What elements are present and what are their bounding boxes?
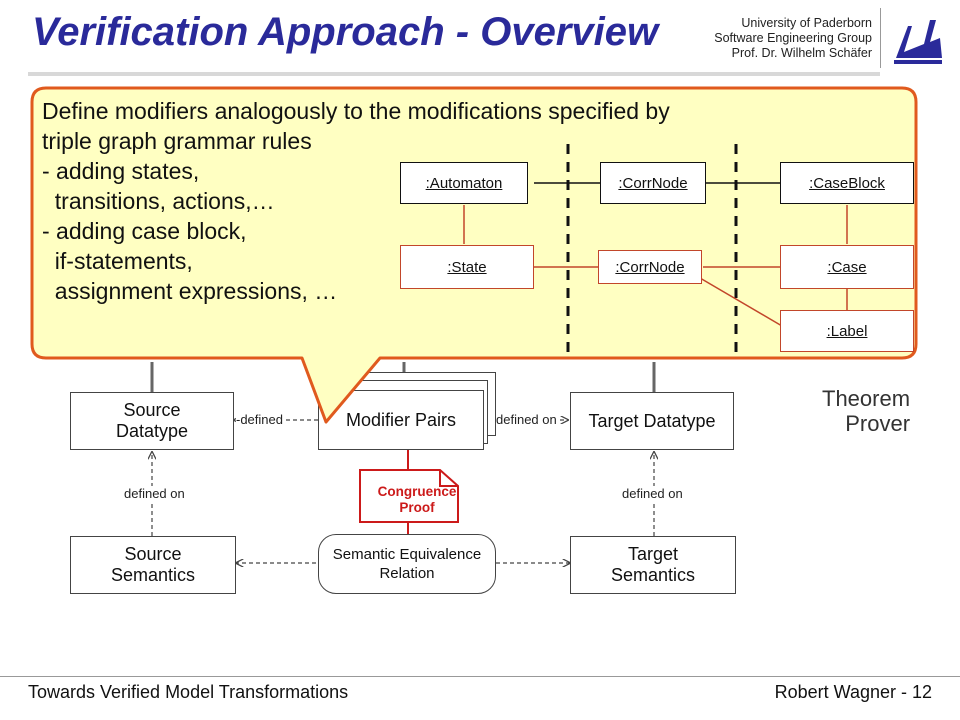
- group-name: Software Engineering Group: [714, 31, 872, 45]
- node-corrnode-mid: :CorrNode: [598, 250, 702, 284]
- professor-name: Prof. Dr. Wilhelm Schäfer: [731, 46, 872, 60]
- slide-title: Verification Approach - Overview: [32, 10, 659, 54]
- target-semantics-label: Target Semantics: [610, 544, 696, 585]
- theorem-prover-label: Theorem Prover: [822, 386, 911, 436]
- source-semantics-label: Source Semantics: [110, 544, 196, 585]
- node-state: :State: [400, 245, 534, 289]
- defined-on-label-partial: -defined: [236, 412, 283, 427]
- header-rule: [28, 72, 880, 76]
- footer-author-page: Robert Wagner - 12: [774, 682, 932, 702]
- source-datatype-box: Source Datatype: [70, 392, 234, 450]
- node-corrnode-top: :CorrNode: [600, 162, 706, 204]
- source-semantics-box: Source Semantics: [70, 536, 236, 594]
- header-divider: [880, 8, 881, 68]
- target-datatype-box: Target Datatype: [570, 392, 734, 450]
- footer-title: Towards Verified Model Transformations: [28, 682, 349, 702]
- defined-on-label-right-vertical: defined on: [622, 486, 683, 501]
- node-caseblock: :CaseBlock: [780, 162, 914, 204]
- target-datatype-label: Target Datatype: [588, 410, 716, 431]
- footer-rule: [0, 676, 960, 677]
- university-paderborn-logo-icon: [894, 20, 942, 64]
- defined-on-label-right: defined on: [496, 412, 557, 427]
- congruence-proof-label: Congruence Proof: [377, 484, 457, 515]
- semantic-relation-box: Semantic Equivalence Relation: [318, 534, 496, 594]
- university-name: University of Paderborn: [741, 16, 872, 30]
- node-label: :Label: [780, 310, 914, 352]
- modifier-pairs-label: Modifier Pairs: [345, 409, 457, 430]
- node-case: :Case: [780, 245, 914, 289]
- node-automaton: :Automaton: [400, 162, 528, 204]
- source-datatype-label: Source Datatype: [115, 400, 189, 441]
- university-info: University of Paderborn Software Enginee…: [714, 16, 872, 61]
- defined-on-label-left-vertical: defined on: [124, 486, 185, 501]
- semantic-relation-label: Semantic Equivalence Relation: [332, 546, 482, 582]
- target-semantics-box: Target Semantics: [570, 536, 736, 594]
- callout-text: Define modifiers analogously to the modi…: [42, 98, 670, 304]
